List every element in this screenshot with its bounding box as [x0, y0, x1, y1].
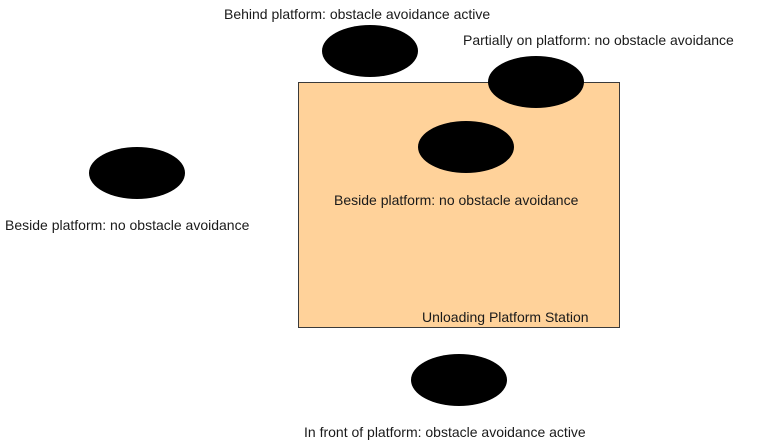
obstacle-beside-left-label: Beside platform: no obstacle avoidance	[5, 217, 250, 233]
obstacle-on-platform-label: Beside platform: no obstacle avoidance	[334, 192, 579, 208]
obstacle-partial-label: Partially on platform: no obstacle avoid…	[463, 32, 734, 48]
obstacle-behind-label: Behind platform: obstacle avoidance acti…	[224, 6, 491, 22]
platform-label: Unloading Platform Station	[422, 309, 589, 325]
obstacle-partially-on-platform	[488, 56, 584, 108]
obstacle-front-label: In front of platform: obstacle avoidance…	[304, 424, 586, 440]
obstacle-behind-platform	[322, 25, 418, 77]
obstacle-in-front	[411, 354, 507, 406]
obstacle-on-platform	[418, 121, 514, 173]
obstacle-beside-left	[89, 147, 185, 199]
